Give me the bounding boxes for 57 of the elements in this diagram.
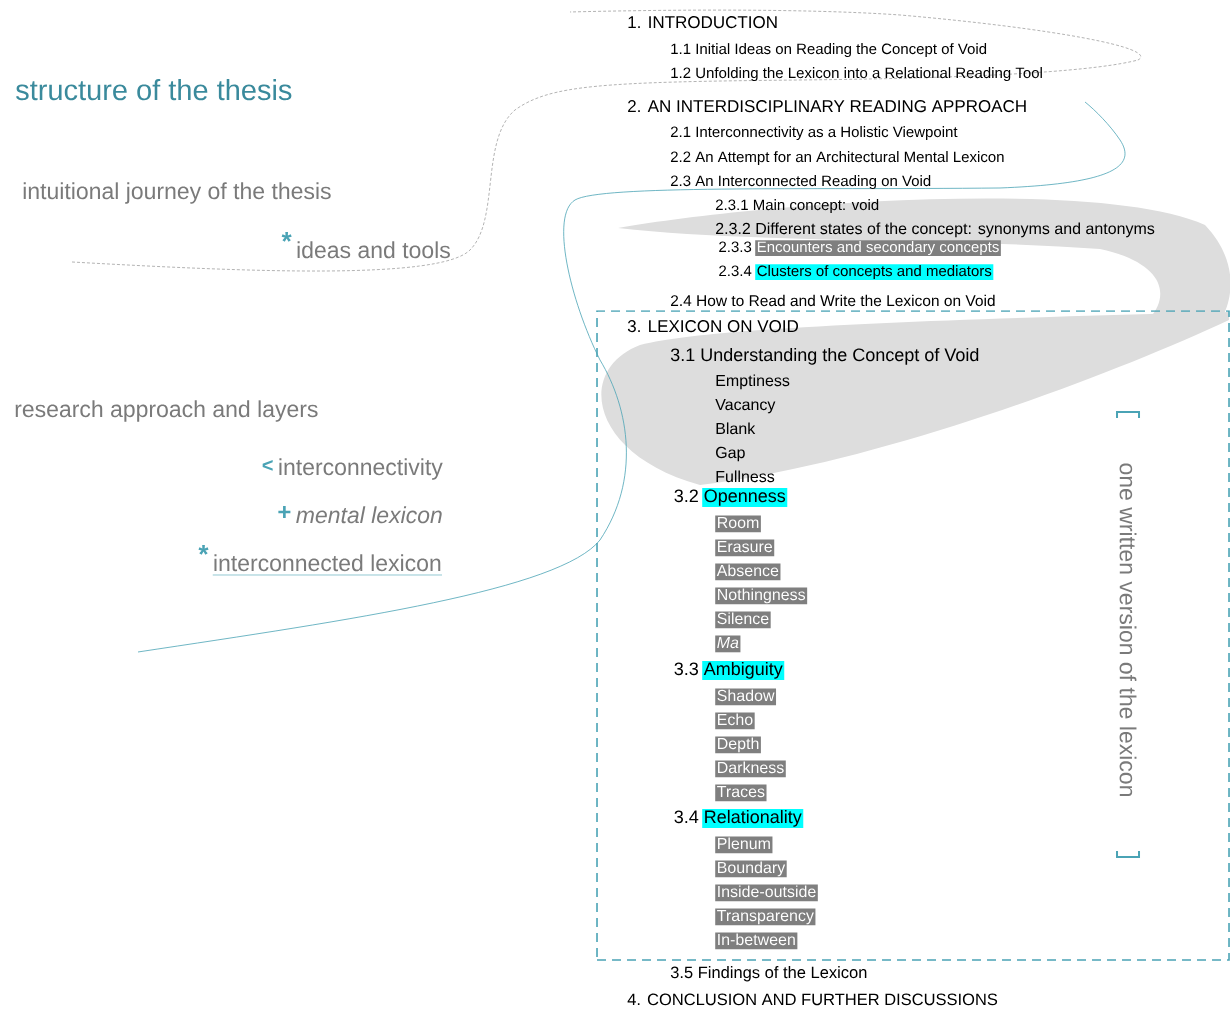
list-item: Emptiness bbox=[716, 374, 790, 390]
highlighted-term: Room bbox=[715, 515, 761, 533]
bullet-sign: * bbox=[281, 232, 292, 242]
bullet-sign: * bbox=[198, 545, 209, 555]
title: structure of the thesis bbox=[16, 78, 292, 101]
toc-entry: 3.5 Findings of the Lexicon bbox=[670, 966, 867, 982]
highlighted-term: Ambiguity bbox=[702, 661, 785, 680]
list-item: Gap bbox=[716, 446, 745, 462]
toc-entry: 2. AN INTERDISCIPLINARY READING APPROACH bbox=[628, 100, 1026, 113]
side-note: intuitional journey of the thesis bbox=[23, 182, 331, 204]
highlighted-term: Boundary bbox=[715, 860, 787, 878]
highlighted-term: Plenum bbox=[715, 836, 773, 854]
highlighted-term: Relationality bbox=[702, 809, 804, 828]
side-note: interconnected lexicon bbox=[214, 554, 441, 572]
toc-entry: 1.2 Unfolding the Lexicon into a Relational Reading Tool bbox=[671, 67, 1042, 82]
toc-entry: 4. CONCLUSION AND FURTHER DISCUSSIONS bbox=[627, 993, 998, 1006]
side-note: research approach and layers bbox=[15, 400, 318, 422]
section-number: 2.3.3 bbox=[719, 241, 752, 253]
toc-entry: 2.4 How to Read and Write the Lexicon on Void bbox=[671, 294, 995, 307]
list-item: Fullness bbox=[716, 470, 775, 483]
highlighted-term: Depth bbox=[715, 736, 761, 754]
vertical-caption: one written version of the lexicon bbox=[1119, 463, 1137, 796]
highlighted-term: Clusters of concepts and mediators bbox=[755, 264, 994, 281]
highlighted-term: Ma bbox=[715, 635, 741, 653]
bullet-sign: < bbox=[262, 460, 273, 471]
side-note: interconnectivity bbox=[279, 458, 443, 480]
section-number: 3.3 bbox=[674, 662, 698, 676]
side-note: mental lexicon bbox=[296, 506, 442, 524]
toc-entry: 1. INTRODUCTION bbox=[628, 16, 777, 29]
list-item: Blank bbox=[716, 422, 756, 435]
toc-entry: 1.1 Initial Ideas on Reading the Concept of Void bbox=[671, 43, 987, 58]
toc-entry: 2.2 An Attempt for an Architectural Mental Lexicon bbox=[670, 151, 1004, 166]
toc-entry: 2.3.2 Different states of the concept: synonyms and antonyms bbox=[716, 222, 1155, 238]
section-number: 3.4 bbox=[674, 810, 699, 824]
highlighted-term: Transparency bbox=[715, 908, 816, 926]
toc-entry: 2.3 An Interconnected Reading on Void bbox=[670, 175, 931, 190]
highlighted-term: Traces bbox=[715, 784, 767, 802]
section-heading: 3. LEXICON ON VOID bbox=[627, 320, 798, 333]
highlighted-term: Darkness bbox=[715, 760, 786, 778]
highlighted-term: Inside-outside bbox=[715, 884, 818, 902]
toc-entry: 2.3.1 Main concept: void bbox=[715, 199, 879, 214]
highlighted-term: Absence bbox=[715, 563, 781, 581]
highlighted-term: Shadow bbox=[715, 688, 777, 706]
section-number: 3.2 bbox=[674, 489, 698, 503]
side-note: ideas and tools bbox=[297, 241, 450, 259]
highlighted-term: Encounters and secondary concepts bbox=[755, 240, 1001, 257]
section-number: 2.3.4 bbox=[719, 265, 752, 277]
highlighted-term: Openness bbox=[702, 488, 788, 507]
toc-entry: 2.1 Interconnectivity as a Holistic Viewpoint bbox=[670, 126, 958, 141]
highlighted-term: Echo bbox=[715, 712, 755, 730]
section-heading: 3.1 Understanding the Concept of Void bbox=[670, 347, 979, 365]
highlighted-term: Nothingness bbox=[715, 587, 808, 605]
list-item: Vacancy bbox=[715, 399, 776, 414]
bullet-sign: + bbox=[278, 505, 291, 519]
highlighted-term: Erasure bbox=[715, 539, 775, 557]
highlighted-term: In-between bbox=[715, 932, 798, 950]
highlighted-term: Silence bbox=[715, 611, 771, 629]
